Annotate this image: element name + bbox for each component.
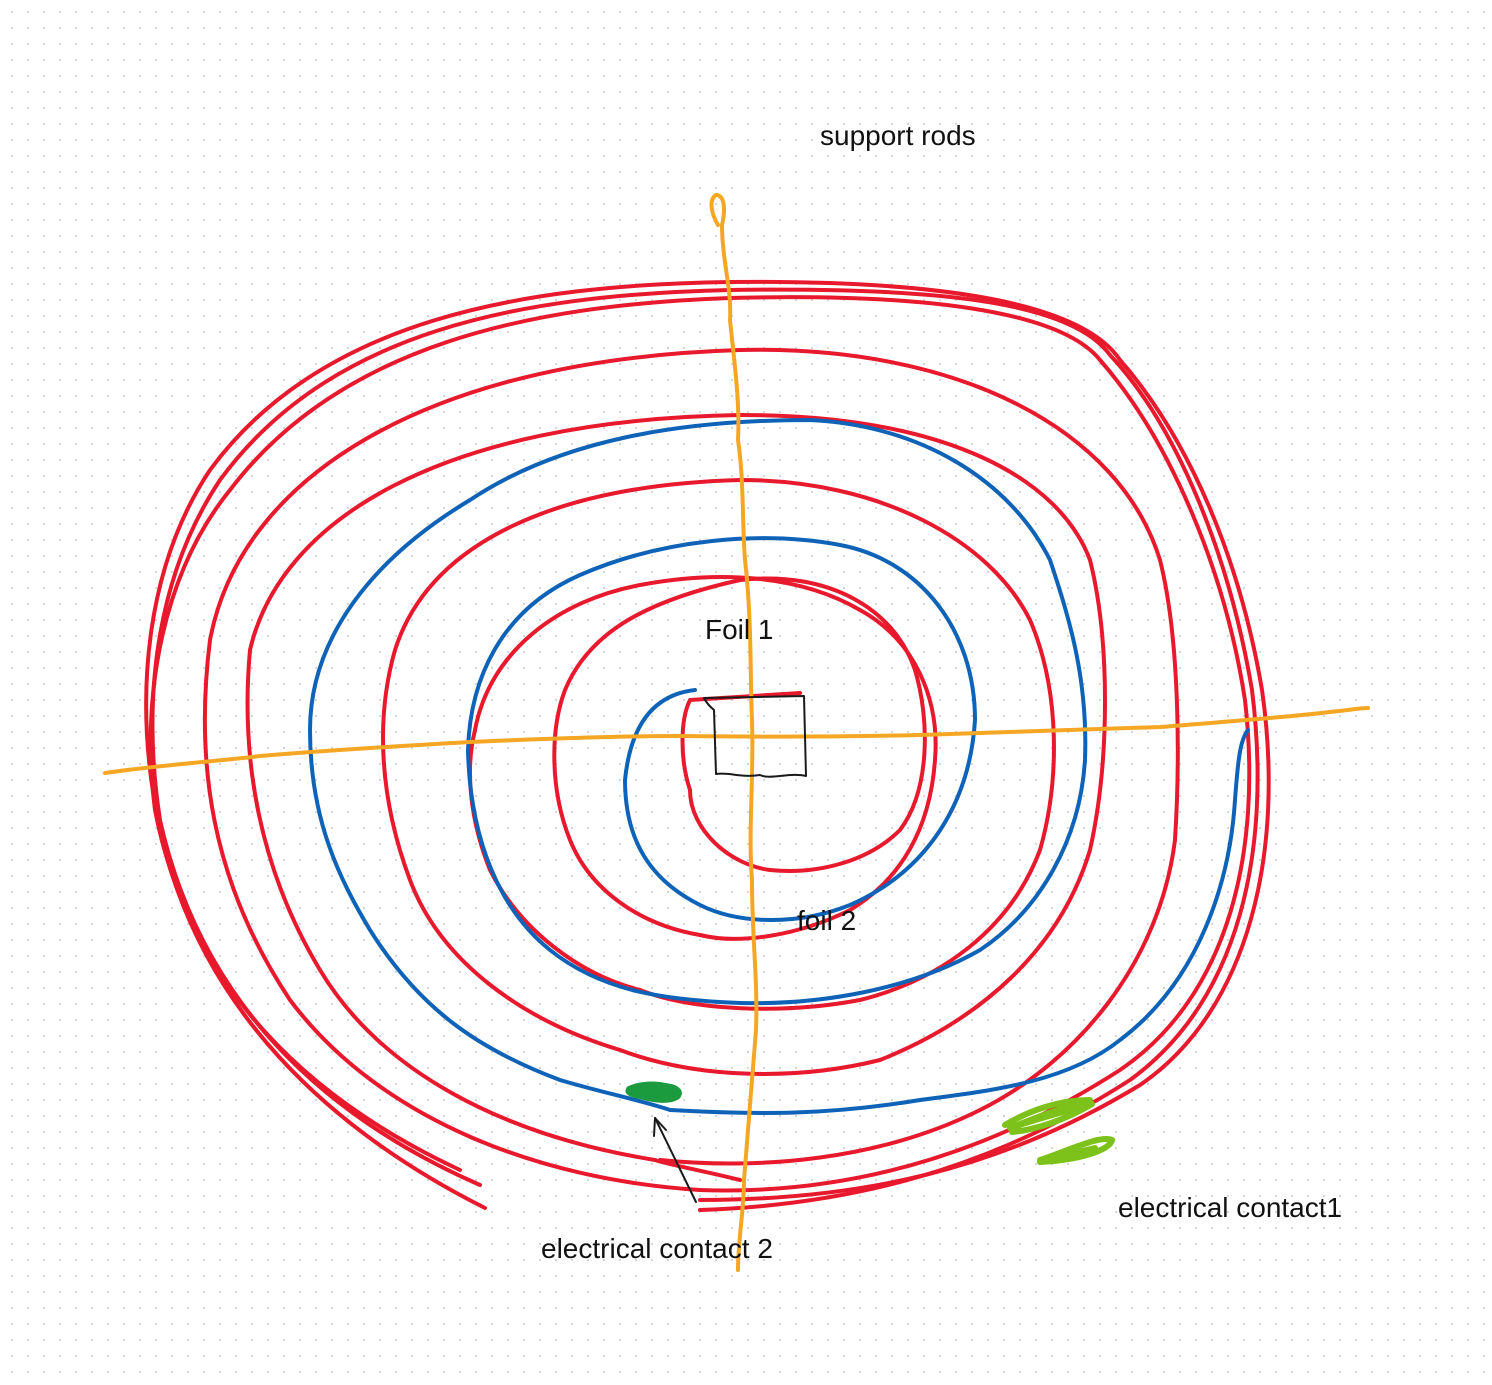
electrical-contact-2-mark [625,1081,682,1103]
center-core-square [703,695,807,778]
support-rods-label: support rods [820,120,976,151]
electrical-contact-1-label: electrical contact1 [1118,1192,1343,1223]
support-rods [103,193,1370,1272]
support-rod-vertical [714,193,759,1272]
electrical-contact-2-label: electrical contact 2 [541,1233,773,1264]
foil-1-label: Foil 1 [705,614,774,645]
support-rod-horizontal [103,706,1370,775]
arrow-icon [653,1117,697,1203]
foil-2-spiral [308,418,1250,1115]
electrical-contact-1-mark [1002,1097,1115,1165]
foil-1-spiral [144,279,1271,1212]
foil-2-label: foil 2 [797,905,857,936]
